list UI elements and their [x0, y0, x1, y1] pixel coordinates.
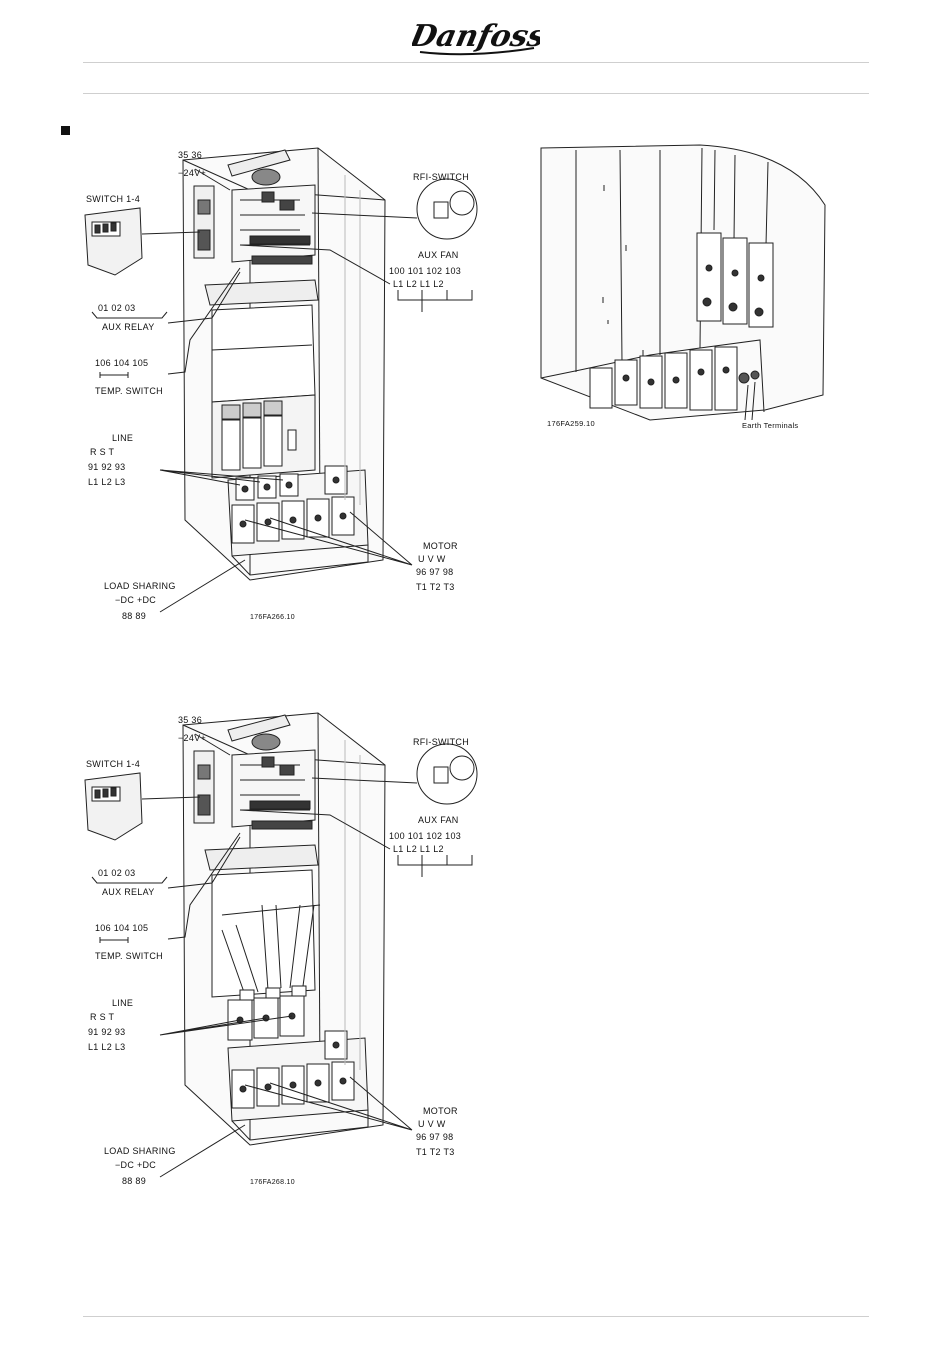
fig3-rfi-label: RFI-SWITCH [413, 737, 469, 747]
fig3-aux-fan-phases: L1 L2 L1 L2 [393, 844, 444, 854]
fig1-drawing-code: 176FA266.10 [250, 614, 295, 621]
fig3-motor-title: MOTOR [423, 1106, 458, 1116]
fig3-line-numbers: 91 92 93 [88, 1027, 126, 1037]
fig3-aux-fan-numbers: 100 101 102 103 [389, 831, 462, 841]
danfoss-logo: Danfoss [412, 19, 540, 56]
fig3-line-title: LINE [112, 998, 134, 1008]
fig1-switch-label: SWITCH 1-4 [86, 194, 141, 204]
fig3-line-phases: L1 L2 L3 [88, 1042, 126, 1052]
header-rule-top [83, 62, 869, 63]
fig3-load-sharing-numbers: 88 89 [122, 1176, 147, 1186]
fig1-temp-switch-title: TEMP. SWITCH [95, 386, 163, 396]
fig1-aux-fan-title: AUX FAN [418, 250, 459, 260]
fig3-aux-relay-title: AUX RELAY [102, 887, 155, 897]
fig1-line-numbers: 91 92 93 [88, 462, 126, 472]
fig3-aux-fan-title: AUX FAN [418, 815, 459, 825]
svg-text:Danfoss: Danfoss [412, 19, 540, 54]
fig3-temp-switch-numbers: 106 104 105 [95, 923, 149, 933]
footer-rule [83, 1316, 869, 1317]
fig3-switch-label: SWITCH 1-4 [86, 759, 141, 769]
fig3-motor-phases: T1 T2 T3 [416, 1147, 455, 1157]
fig1-line-letters: R S T [90, 447, 115, 457]
fig3-load-sharing-title: LOAD SHARING [104, 1146, 176, 1156]
fig1-aux-fan-numbers: 100 101 102 103 [389, 266, 462, 276]
fig1-motor-letters: U V W [418, 554, 446, 564]
section-bullet [61, 126, 70, 135]
fig3-line-letters: R S T [90, 1012, 115, 1022]
fig3-24v-numbers: 35 36 [178, 715, 203, 725]
fig1-aux-fan-phases: L1 L2 L1 L2 [393, 279, 444, 289]
fig1-load-sharing-polarity: −DC +DC [115, 595, 157, 605]
fig1-motor-title: MOTOR [423, 541, 458, 551]
fig3-aux-relay-numbers: 01 02 03 [98, 868, 136, 878]
fig1-aux-relay-title: AUX RELAY [102, 322, 155, 332]
fig3-motor-numbers: 96 97 98 [416, 1132, 454, 1142]
fig2-drawing-code: 176FA259.10 [547, 419, 595, 428]
fig1-24v-label: −24V+ [178, 168, 207, 178]
fig1-line-title: LINE [112, 433, 134, 443]
fig1-load-sharing-numbers: 88 89 [122, 611, 147, 621]
fig3-24v-label: −24V+ [178, 733, 207, 743]
fig3-load-sharing-polarity: −DC +DC [115, 1160, 157, 1170]
fig2-earth-terminals-label: Earth Terminals [742, 421, 799, 430]
header-rule-bottom [83, 93, 869, 94]
fig1-24v-numbers: 35 36 [178, 150, 203, 160]
fig3-drawing-code: 176FA268.10 [250, 1179, 295, 1186]
fig1-line-phases: L1 L2 L3 [88, 477, 126, 487]
fig1-temp-switch-numbers: 106 104 105 [95, 358, 149, 368]
fig3-motor-letters: U V W [418, 1119, 446, 1129]
fig1-load-sharing-title: LOAD SHARING [104, 581, 176, 591]
fig3-temp-switch-title: TEMP. SWITCH [95, 951, 163, 961]
fig1-aux-relay-numbers: 01 02 03 [98, 303, 136, 313]
fig1-rfi-label: RFI-SWITCH [413, 172, 469, 182]
fig1-motor-numbers: 96 97 98 [416, 567, 454, 577]
fig1-motor-phases: T1 T2 T3 [416, 582, 455, 592]
